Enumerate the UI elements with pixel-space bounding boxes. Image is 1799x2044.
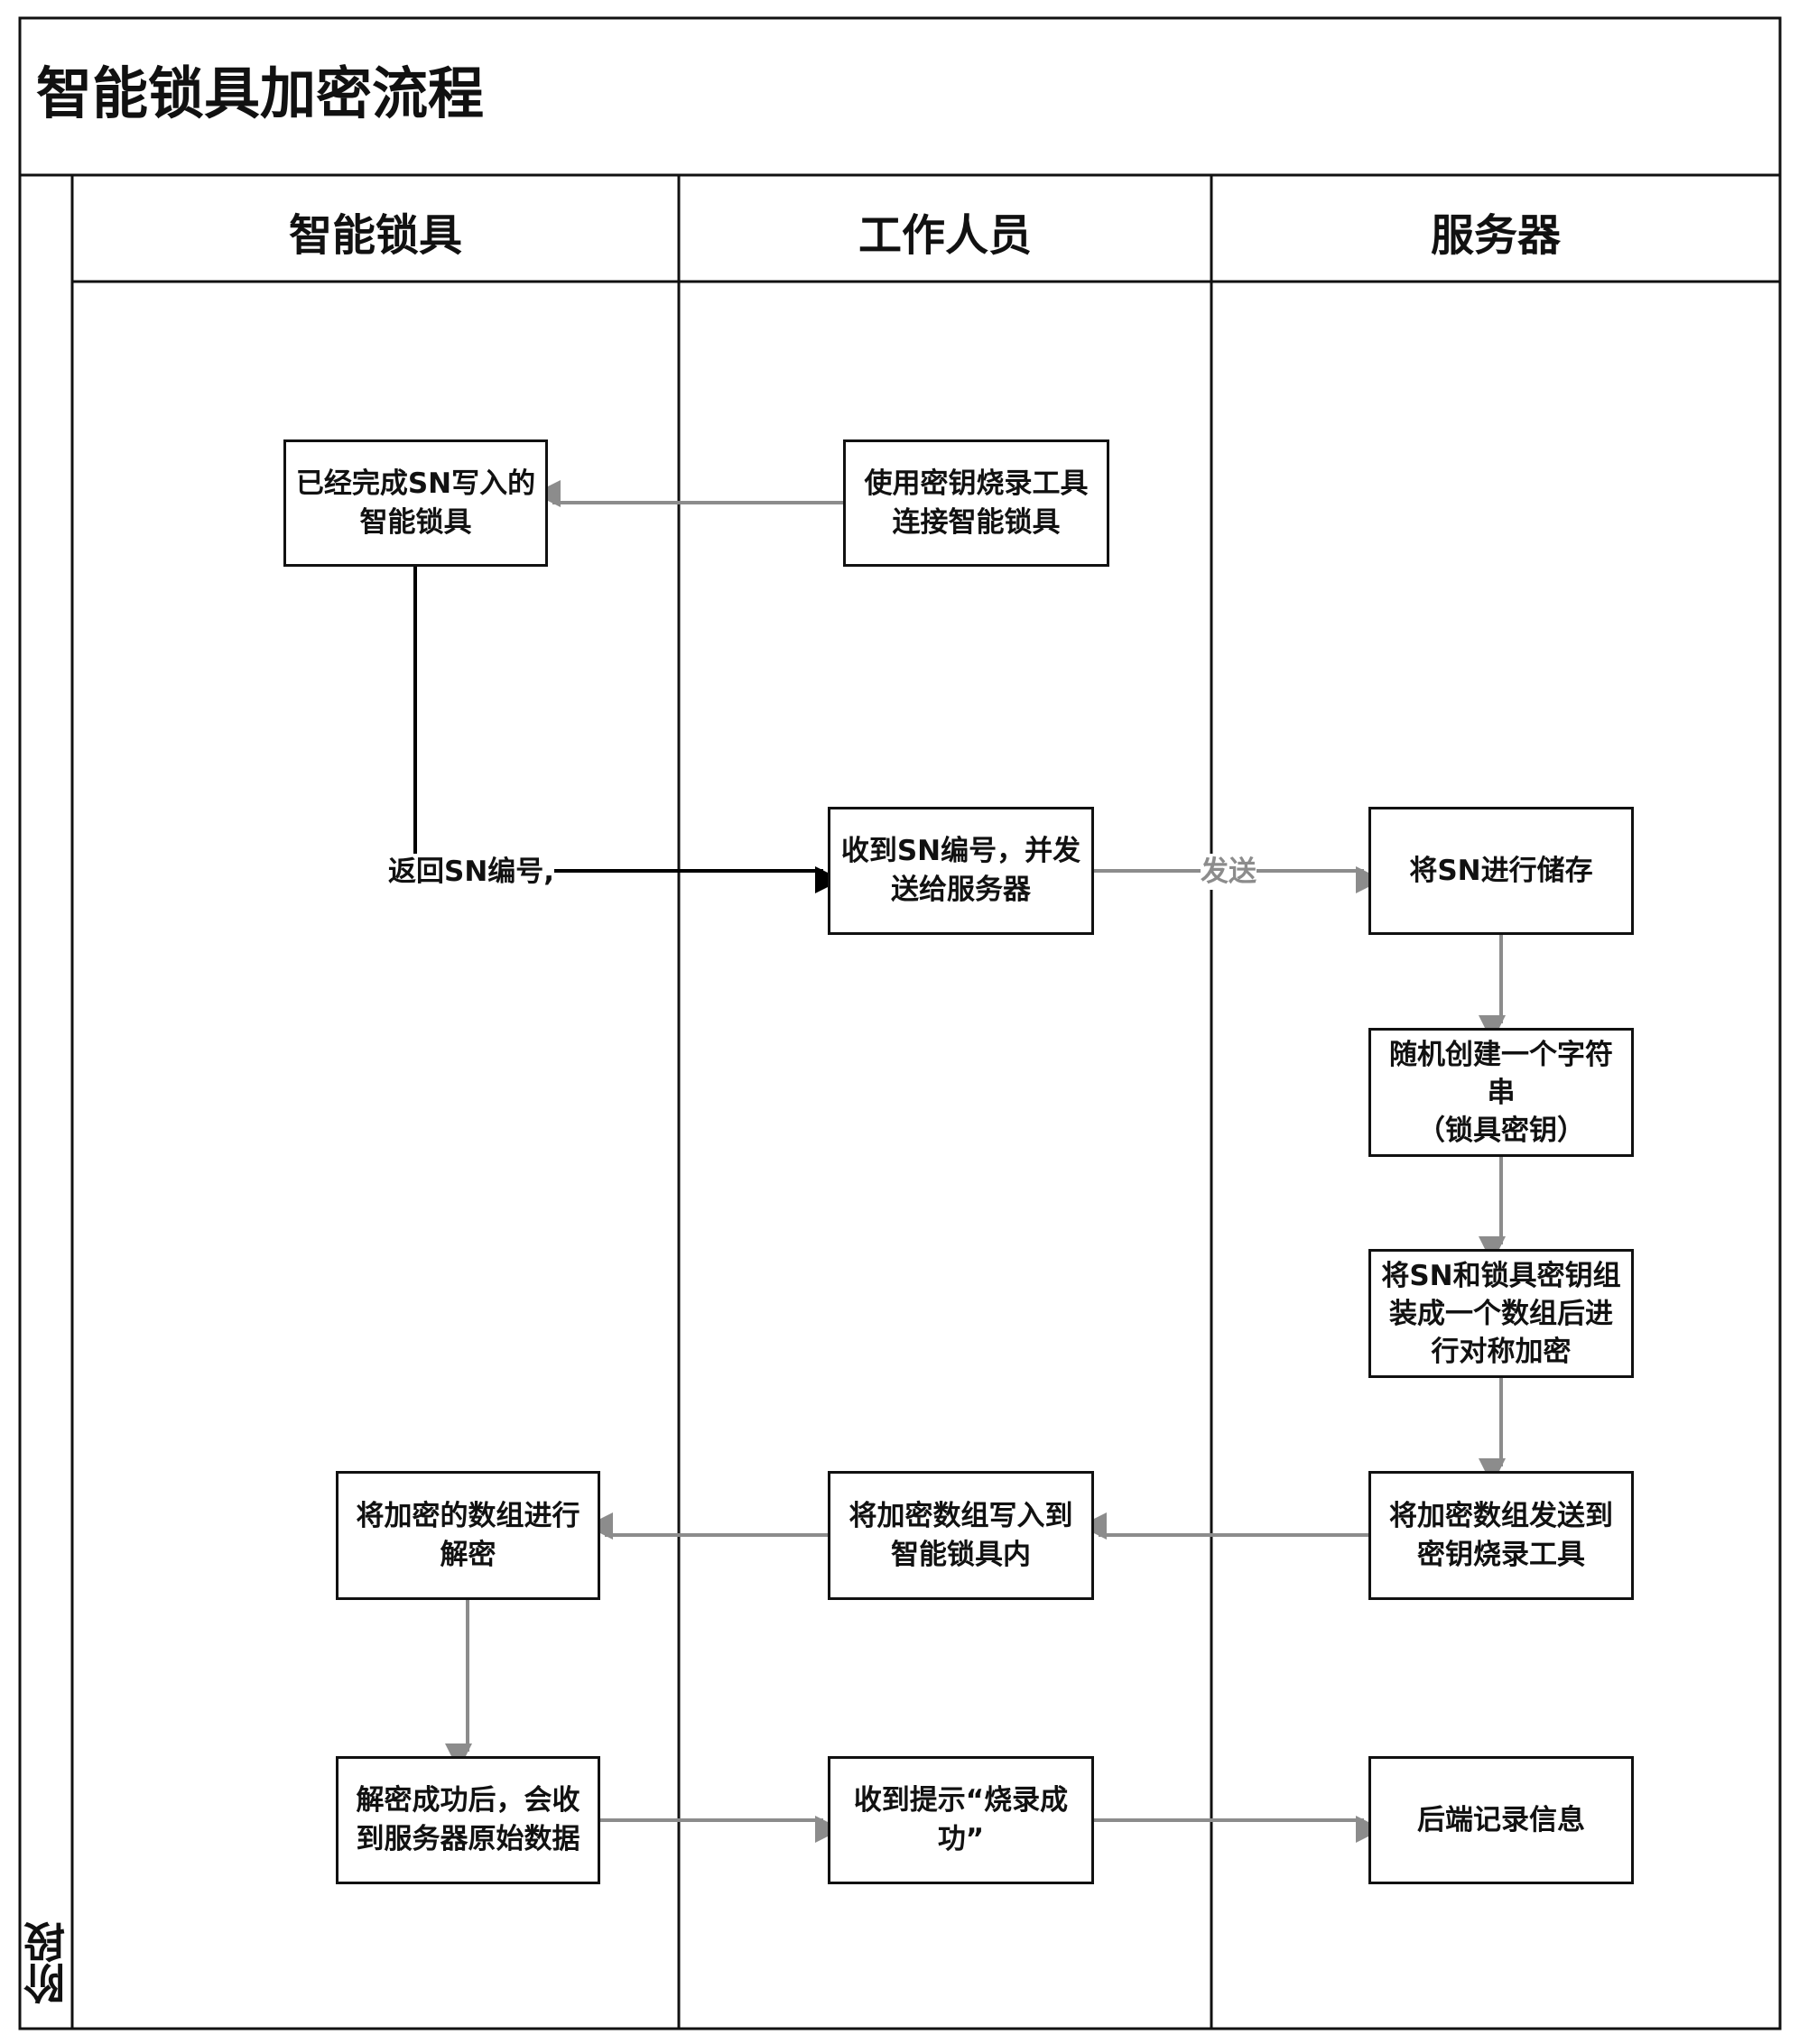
node-send-to-burn-tool: 将加密数组发送到 密钥烧录工具	[1368, 1471, 1634, 1600]
node-create-random-string: 随机创建一个字符 串 （锁具密钥）	[1368, 1028, 1634, 1157]
edge-label-return-sn: 返回SN编号,	[388, 854, 554, 890]
lane-header-lock: 智能锁具	[72, 179, 679, 283]
node-text: 收到SN编号，并发 送给服务器	[841, 832, 1080, 910]
lane-label-lock: 智能锁具	[289, 199, 462, 263]
node-text: 将SN和锁具密钥组 装成一个数组后进 行对称加密	[1381, 1257, 1620, 1371]
edges-layer	[415, 503, 1501, 1820]
stage-label-text: 阶段	[17, 1921, 77, 2004]
lane-header-server: 服务器	[1211, 179, 1780, 283]
node-text: 将加密数组发送到 密钥烧录工具	[1389, 1497, 1613, 1575]
edge-label-send: 发送	[1201, 854, 1257, 890]
node-decrypt-success: 解密成功后，会收 到服务器原始数据	[336, 1756, 600, 1884]
node-text: 使用密钥烧录工具 连接智能锁具	[865, 465, 1089, 542]
node-text: 已经完成SN写入的 智能锁具	[296, 465, 535, 542]
node-text: 将SN进行储存	[1409, 852, 1592, 891]
lane-header-staff: 工作人员	[679, 179, 1211, 283]
node-burn-success-prompt: 收到提示“烧录成 功”	[828, 1756, 1094, 1884]
node-text: 后端记录信息	[1417, 1801, 1585, 1840]
node-sn-written-lock: 已经完成SN写入的 智能锁具	[283, 439, 548, 567]
node-decrypt-array: 将加密的数组进行 解密	[336, 1471, 600, 1600]
diagram-title: 智能锁具加密流程	[36, 58, 484, 130]
node-text: 收到提示“烧录成 功”	[854, 1781, 1068, 1859]
node-text: 将加密的数组进行 解密	[357, 1497, 580, 1575]
node-write-to-lock: 将加密数组写入到 智能锁具内	[828, 1471, 1094, 1600]
node-backend-record: 后端记录信息	[1368, 1756, 1634, 1884]
node-connect-burn-tool: 使用密钥烧录工具 连接智能锁具	[843, 439, 1109, 567]
lane-label-staff: 工作人员	[858, 199, 1032, 263]
node-assemble-and-encrypt: 将SN和锁具密钥组 装成一个数组后进 行对称加密	[1368, 1249, 1634, 1378]
stage-label: 阶段	[22, 1909, 72, 2017]
node-receive-sn-send-server: 收到SN编号，并发 送给服务器	[828, 807, 1094, 935]
node-text: 随机创建一个字符 串 （锁具密钥）	[1389, 1036, 1613, 1150]
node-text: 解密成功后，会收 到服务器原始数据	[357, 1781, 580, 1859]
node-text: 将加密数组写入到 智能锁具内	[849, 1497, 1073, 1575]
node-store-sn: 将SN进行储存	[1368, 807, 1634, 935]
outer-border	[20, 18, 1780, 2029]
lane-label-server: 服务器	[1431, 199, 1561, 263]
